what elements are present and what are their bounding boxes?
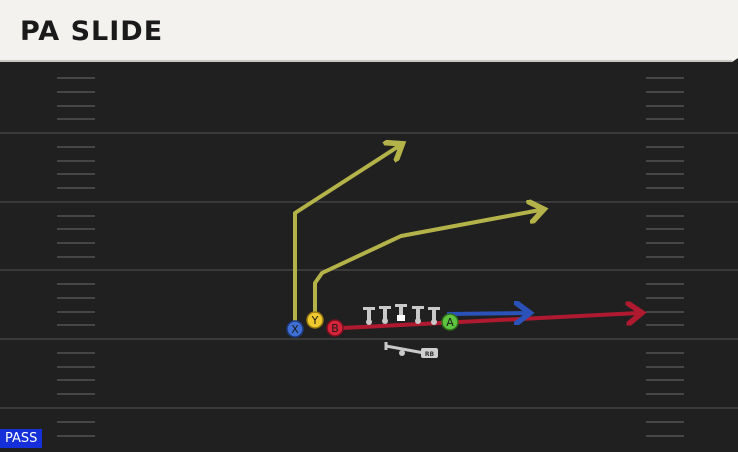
b-button-receiver: B bbox=[326, 319, 344, 337]
lineman-left-guard bbox=[379, 306, 391, 324]
play-type-badge: PASS bbox=[0, 429, 43, 448]
a-button-receiver: A bbox=[441, 313, 459, 331]
x-button-receiver: X bbox=[286, 320, 304, 338]
rb-tag bbox=[421, 348, 438, 358]
lineman-right-tackle bbox=[428, 307, 440, 325]
rb-label: RB bbox=[425, 351, 435, 358]
running-back: RB bbox=[384, 342, 438, 358]
a-route bbox=[446, 313, 526, 314]
right-hash-marks bbox=[646, 77, 684, 437]
lineman-center bbox=[395, 304, 407, 321]
y-route bbox=[313, 210, 540, 318]
play-diagram: RB X Y B A bbox=[0, 77, 738, 437]
play-title: PA SLIDE bbox=[20, 16, 164, 47]
a-button-label: A bbox=[446, 316, 454, 329]
x-button-label: X bbox=[291, 323, 299, 336]
b-route bbox=[341, 313, 638, 330]
lineman-right-guard bbox=[412, 306, 424, 324]
x-route bbox=[293, 146, 399, 325]
lineman-left-tackle bbox=[363, 307, 375, 325]
yard-lines bbox=[0, 132, 738, 409]
y-button-label: Y bbox=[311, 314, 319, 327]
football-field: RB X Y B A bbox=[0, 62, 738, 448]
offensive-line bbox=[363, 304, 440, 325]
b-button-label: B bbox=[331, 322, 339, 335]
y-button-receiver: Y bbox=[306, 311, 324, 329]
left-hash-marks bbox=[57, 77, 95, 437]
title-bar: PA SLIDE bbox=[0, 0, 738, 62]
title-banner bbox=[0, 0, 738, 62]
